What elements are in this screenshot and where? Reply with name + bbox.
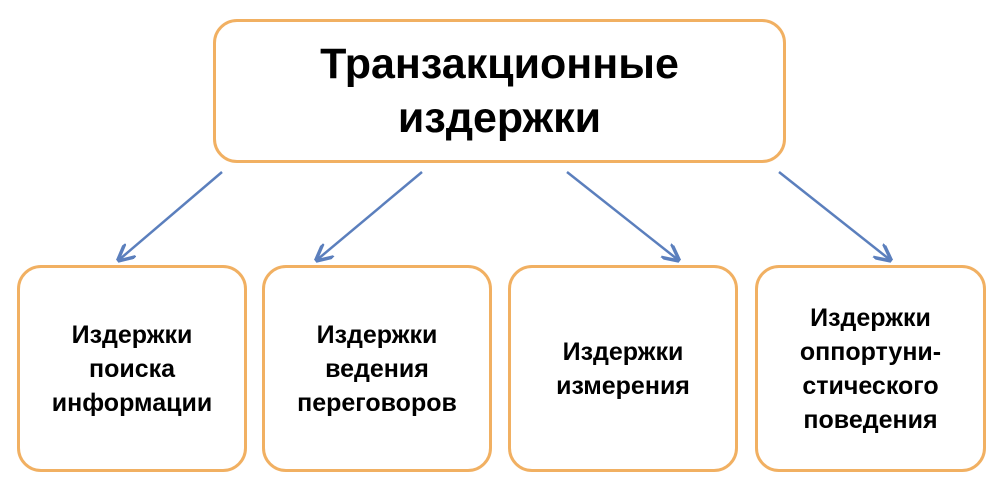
transaction-costs-node: Транзакционные издержки	[213, 19, 786, 163]
arrow-to-measurement-costs	[566, 171, 677, 259]
opportunism-costs-node: Издержки оппортуни- стического поведения	[755, 265, 986, 472]
opportunism-costs-label: Издержки оппортуни- стического поведения	[799, 303, 942, 434]
search-costs-label: Издержки поиска информации	[51, 320, 213, 417]
measurement-costs-node: Издержки измерения	[508, 265, 738, 472]
search-costs-node: Издержки поиска информации	[17, 265, 247, 472]
negotiation-costs-label: Издержки ведения переговоров	[297, 320, 457, 417]
arrow-to-opportunism-costs	[778, 171, 889, 259]
arrow-to-negotiation-costs	[318, 171, 423, 259]
arrow-to-search-costs	[120, 171, 223, 259]
negotiation-costs-node: Издержки ведения переговоров	[262, 265, 492, 472]
measurement-costs-label: Издержки измерения	[556, 337, 690, 400]
transaction-costs-label: Транзакционные издержки	[320, 40, 679, 142]
